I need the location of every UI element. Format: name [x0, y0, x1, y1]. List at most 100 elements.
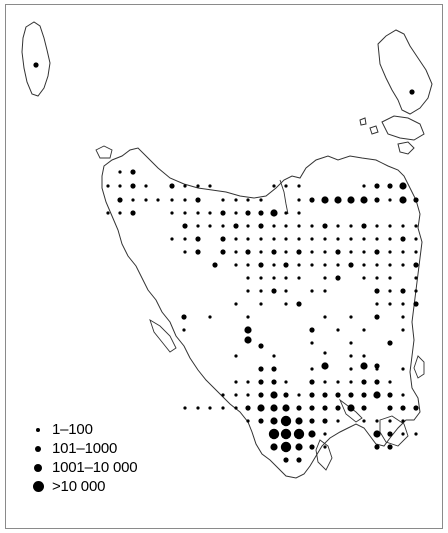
legend-dot-xlarge [32, 481, 44, 492]
occurrence-dot [221, 224, 225, 228]
occurrence-dot [321, 196, 329, 204]
occurrence-dot [272, 184, 276, 188]
legend-item: 1–100 [30, 420, 137, 439]
occurrence-dot [374, 444, 380, 450]
occurrence-dot [284, 211, 288, 215]
occurrence-dot [362, 354, 366, 358]
occurrence-dot [271, 288, 277, 294]
occurrence-dot [309, 392, 315, 398]
occurrence-dot [284, 289, 288, 293]
occurrence-dot [349, 367, 353, 371]
occurrence-dot [322, 405, 328, 411]
occurrence-dot [361, 405, 367, 411]
legend-item: >10 000 [30, 477, 137, 496]
occurrence-dot [323, 250, 327, 254]
occurrence-dot [259, 302, 263, 306]
occurrence-dot [401, 263, 405, 267]
occurrence-dot [374, 288, 380, 294]
occurrence-dot [280, 441, 292, 453]
occurrence-dot [284, 250, 288, 254]
occurrence-dot [387, 392, 393, 398]
occurrence-dot [244, 336, 252, 344]
occurrence-dot [170, 198, 174, 202]
occurrence-dot [335, 392, 341, 398]
occurrence-dot [360, 196, 368, 204]
occurrence-dot [310, 250, 314, 254]
occurrence-dot [401, 250, 405, 254]
occurrence-dot [270, 443, 278, 451]
occurrence-dot [349, 315, 353, 319]
occurrence-dot [400, 288, 406, 294]
occurrence-dot [297, 198, 301, 202]
occurrence-dot [245, 210, 251, 216]
occurrence-dot [296, 457, 302, 463]
occurrence-dot [400, 405, 406, 411]
occurrence-dot [297, 276, 301, 280]
occurrence-dot [387, 431, 393, 437]
occurrence-dot [144, 184, 148, 188]
occurrence-dot [284, 184, 288, 188]
occurrence-dot [272, 354, 276, 358]
occurrence-dot [246, 393, 250, 397]
occurrence-dot [297, 393, 301, 397]
occurrence-dot [182, 328, 186, 332]
occurrence-dot [336, 263, 340, 267]
occurrence-dot [414, 289, 418, 293]
occurrence-dot [388, 419, 392, 423]
occurrence-dot [182, 223, 188, 229]
occurrence-dot [322, 223, 328, 229]
occurrence-dot [374, 363, 380, 369]
occurrence-dot [335, 405, 341, 411]
occurrence-dot [258, 366, 264, 372]
occurrence-dot [375, 419, 379, 423]
occurrence-dot [258, 343, 264, 349]
occurrence-dot [118, 170, 122, 174]
occurrence-dot [169, 183, 175, 189]
legend-item: 101–1000 [30, 439, 137, 458]
tasman-peninsula-outline [379, 415, 409, 447]
occurrence-dot [234, 211, 238, 215]
occurrence-dot [220, 236, 226, 242]
occurrence-dot [336, 380, 340, 384]
occurrence-dot [309, 379, 315, 385]
occurrence-dot [282, 404, 290, 412]
occurrence-dot [387, 444, 393, 450]
occurrence-dot [348, 392, 354, 398]
occurrence-dot [309, 444, 315, 450]
occurrence-dot [118, 211, 122, 215]
occurrence-dot [271, 249, 277, 255]
occurrence-dot [170, 211, 174, 215]
occurrence-dot [272, 276, 276, 280]
king-island-outline [21, 21, 51, 97]
occurrence-dot [284, 237, 288, 241]
occurrence-dot [221, 198, 225, 202]
legend-dot-large [34, 463, 42, 472]
occurrence-dot [208, 184, 212, 188]
occurrence-dot [297, 184, 301, 188]
occurrence-dot [296, 249, 302, 255]
occurrence-dot [388, 263, 392, 267]
map-legend: 1–100 101–1000 1001–10 000 >10 000 [30, 420, 138, 496]
occurrence-dot [183, 198, 187, 202]
occurrence-dot [349, 380, 353, 384]
occurrence-dot [280, 428, 292, 440]
occurrence-dot [387, 340, 393, 346]
occurrence-dot [245, 405, 251, 411]
occurrence-dot [258, 223, 264, 229]
occurrence-dot [414, 237, 418, 241]
occurrence-dot [130, 169, 136, 175]
occurrence-dot [309, 197, 315, 203]
occurrence-dot [388, 224, 392, 228]
legend-dot-small [36, 427, 40, 432]
bruny-island-outline [315, 439, 333, 471]
flinders-island-outline [377, 29, 433, 115]
occurrence-dot [374, 249, 380, 255]
occurrence-dot [413, 301, 419, 307]
occurrence-dot [208, 211, 212, 215]
occurrence-dot [246, 289, 250, 293]
occurrence-dot [271, 379, 277, 385]
occurrence-dot [220, 210, 226, 216]
occurrence-dot [414, 432, 418, 436]
occurrence-dot [246, 198, 250, 202]
occurrence-dot [374, 197, 380, 203]
